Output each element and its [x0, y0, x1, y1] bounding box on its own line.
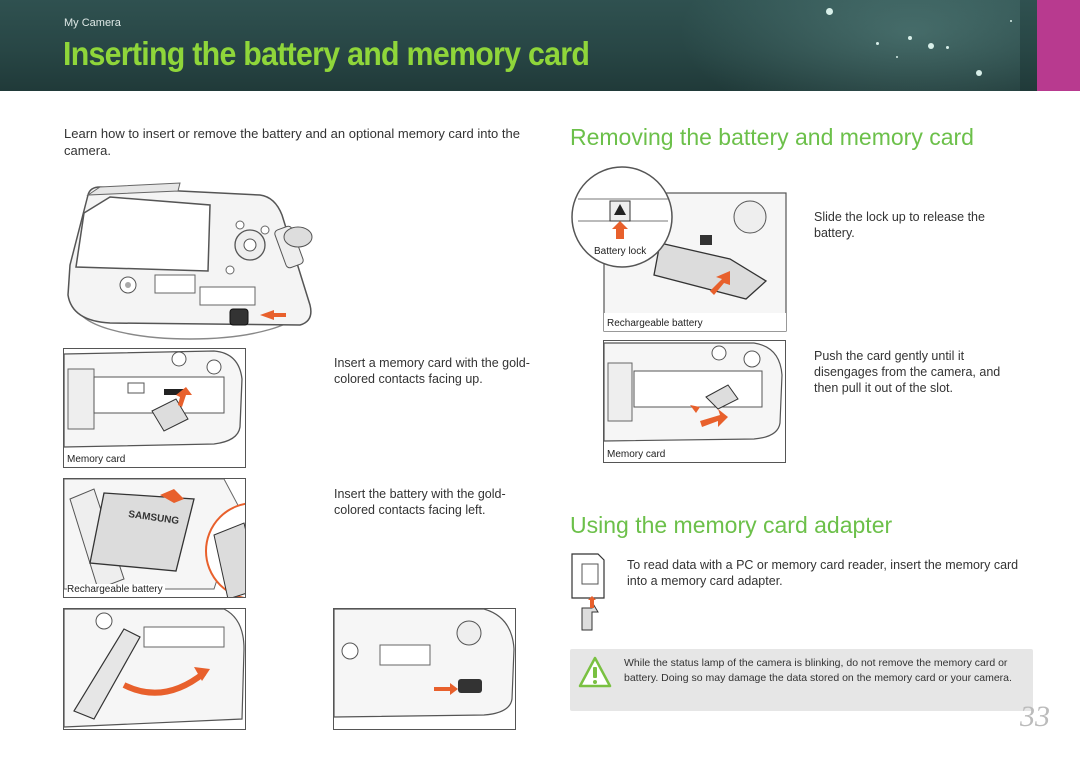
insert-battery-text: Insert the battery with the gold-colored… — [334, 487, 506, 517]
header-sparkle — [976, 70, 982, 76]
header-sparkle — [896, 56, 898, 58]
card-adapter-illustration — [568, 552, 608, 632]
warning-box: While the status lamp of the camera is b… — [570, 649, 1033, 711]
battery-caption: Rechargeable battery — [67, 584, 165, 595]
header-glow — [660, 0, 1020, 91]
battery-lock-caption: Battery lock — [594, 246, 647, 257]
header-sparkle — [928, 43, 934, 49]
header-sparkle — [946, 46, 949, 49]
header-sparkle — [908, 36, 912, 40]
page-header: My Camera Inserting the battery and memo… — [0, 0, 1080, 91]
intro-text: Learn how to insert or remove the batter… — [64, 126, 520, 158]
header-sparkle — [1010, 20, 1012, 22]
page-title: Inserting the battery and memory card — [63, 35, 590, 72]
insert-card-illustration: Memory card — [63, 348, 246, 468]
header-sparkle — [826, 8, 833, 15]
removal-battery-caption: Rechargeable battery — [607, 318, 703, 329]
card-removal-illustration: Memory card — [603, 340, 786, 463]
lock-engaged-illustration — [333, 608, 516, 730]
warning-icon — [578, 656, 612, 690]
section-label: My Camera — [64, 17, 121, 29]
removal-battery-text: Slide the lock up to release the battery… — [814, 210, 985, 240]
page-number: 33 — [1020, 700, 1050, 733]
close-cover-illustration — [63, 608, 246, 730]
memory-card-caption: Memory card — [67, 454, 128, 465]
camera-underside-illustration — [60, 175, 322, 341]
warning-text: While the status lamp of the camera is b… — [624, 657, 1012, 684]
insert-battery-illustration: SAMSUNG Rechargeable battery — [63, 478, 246, 598]
adapter-title: Using the memory card adapter — [570, 512, 893, 538]
removal-card-caption: Memory card — [607, 449, 668, 460]
removing-title: Removing the battery and memory card — [570, 124, 974, 150]
battery-removal-illustration: Battery lock Rechargeable battery — [570, 163, 790, 335]
insert-card-text: Insert a memory card with the gold-color… — [334, 356, 530, 386]
adapter-text: To read data with a PC or memory card re… — [627, 558, 1019, 588]
header-sparkle — [876, 42, 879, 45]
removal-card-text: Push the card gently until it disengages… — [814, 349, 1001, 395]
chapter-tab — [1037, 0, 1080, 91]
